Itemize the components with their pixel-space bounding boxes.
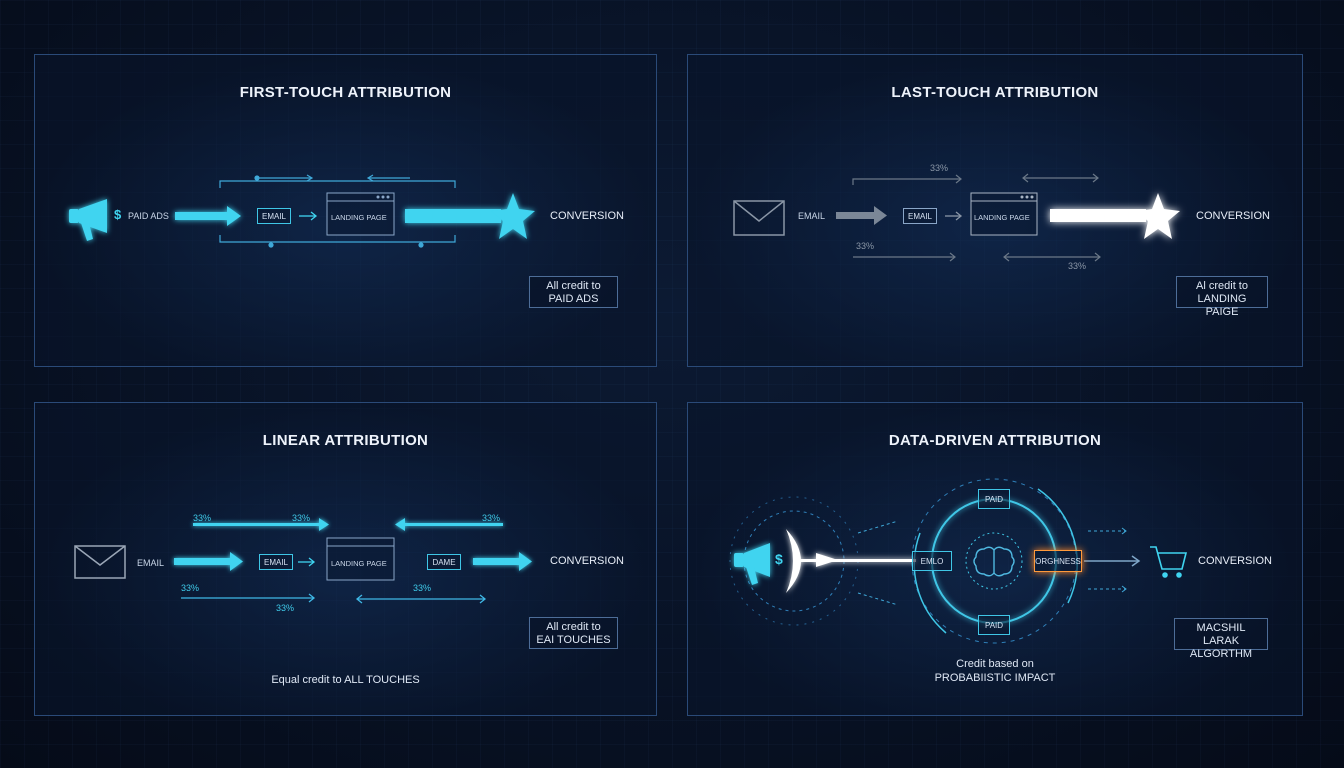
credit-box: All credit to EAI TOUCHES (529, 617, 618, 649)
emlo-box: EMLO (912, 551, 952, 571)
loop-top (219, 174, 456, 188)
pct-1: 33% (193, 513, 212, 523)
paid-bottom-box: PAID (978, 615, 1010, 635)
panel-first-touch: FIRST-TOUCH ATTRIBUTION $ PAID ADS EMAIL… (34, 54, 657, 367)
pct-3: 33% (482, 513, 501, 523)
shopping-cart-icon (1150, 546, 1188, 578)
envelope-icon (74, 545, 126, 579)
browser-window-icon (970, 192, 1038, 236)
algorithm-box: MACSHIL LARAK ALGORTHM (1174, 618, 1268, 660)
top-arrows (193, 518, 503, 531)
panel-title: FIRST-TOUCH ATTRIBUTION (239, 84, 452, 101)
gray-arrows-top (852, 173, 1099, 185)
bottom-arrows (181, 593, 487, 604)
caption: Equal credit to ALL TOUCHES (271, 674, 420, 686)
envelope-icon (733, 200, 785, 236)
email-box: EMAIL (259, 554, 293, 570)
last-touch-diagram (733, 173, 1180, 262)
arrow-dame-to-conversion (473, 552, 532, 571)
pct-6: 33% (276, 603, 295, 613)
first-touch-diagram (69, 174, 535, 248)
arrow-source-to-email (174, 552, 243, 571)
gray-arrows-bottom (853, 252, 1101, 262)
arrow-landing-to-conversion (405, 193, 535, 239)
credit-box: Al credit to LANDING PAIGE (1176, 276, 1268, 318)
panel-linear: LINEAR ATTRIBUTION EMAIL EMAIL LANDING P… (34, 402, 657, 716)
megaphone-icon (69, 199, 107, 241)
arrow-source-to-email (836, 206, 887, 225)
panel-title: LAST-TOUCH ATTRIBUTION (891, 84, 1099, 101)
pct-2: 33% (292, 513, 311, 523)
pct-left: 33% (856, 241, 875, 251)
source-label: EMAIL (137, 558, 165, 568)
pct-4: 33% (181, 583, 200, 593)
arrow-email-to-landing (299, 211, 318, 221)
pct-top: 33% (930, 163, 949, 173)
dollar-icon: $ (775, 551, 783, 567)
landing-label: LANDING PAGE (331, 213, 387, 222)
landing-label: LANDING PAGE (974, 213, 1030, 222)
arrow-landing-to-conversion (1050, 193, 1180, 239)
loop-bottom (219, 235, 456, 248)
crescent (786, 529, 916, 593)
megaphone-icon (734, 543, 770, 585)
dame-box: DAME (427, 554, 461, 570)
caption: Credit based on PROBABIISTIC IMPACT (934, 658, 1056, 684)
pct-5: 33% (413, 583, 432, 593)
conversion-label: CONVERSION (550, 555, 624, 567)
conversion-label: CONVERSION (1198, 555, 1272, 567)
panel-data-driven: DATA-DRIVEN ATTRIBUTION $ PAID PAID EMLO… (687, 402, 1303, 716)
browser-window-icon (326, 192, 395, 236)
arrow-to-cart (1084, 555, 1141, 567)
panel-title: DATA-DRIVEN ATTRIBUTION (888, 432, 1102, 449)
small-arrows (857, 520, 1127, 606)
panel-last-touch: LAST-TOUCH ATTRIBUTION EMAIL EMAIL LANDI… (687, 54, 1303, 367)
orange-box: ORGHNESS (1034, 550, 1082, 572)
paid-top-box: PAID (978, 489, 1010, 509)
arrow-paid-to-email (175, 206, 241, 226)
source-label: PAID ADS (128, 211, 169, 221)
arrow-email-to-landing (298, 557, 316, 567)
arrow-email-to-landing (945, 211, 963, 221)
linear-diagram (74, 518, 532, 604)
email-box: EMAIL (903, 208, 937, 224)
landing-label: LANDING PAGE (331, 559, 387, 568)
pct-right: 33% (1068, 261, 1087, 271)
email-box: EMAIL (257, 208, 291, 224)
panel-title: LINEAR ATTRIBUTION (262, 432, 429, 449)
brain-icon (973, 546, 1015, 577)
conversion-label: CONVERSION (550, 210, 624, 222)
credit-box: All credit to PAID ADS (529, 276, 618, 308)
dollar-icon: $ (114, 207, 122, 222)
browser-window-icon (326, 537, 395, 581)
source-label: EMAIL (798, 211, 826, 221)
conversion-label: CONVERSION (1196, 210, 1270, 222)
